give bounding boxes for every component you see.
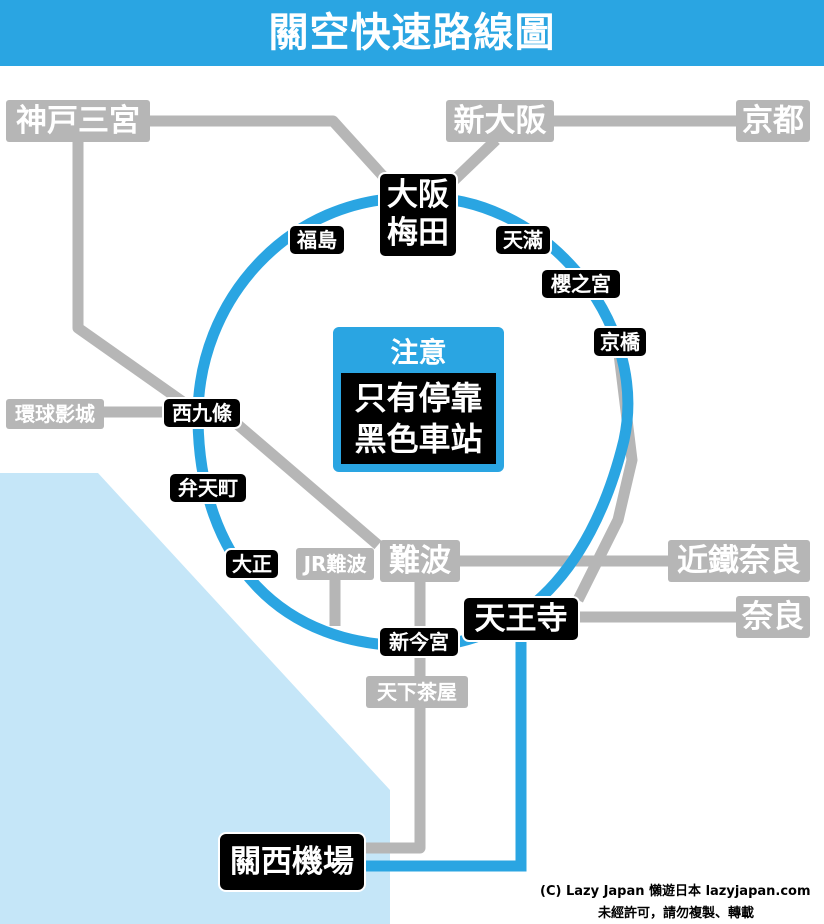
line-kobe-osaka	[140, 115, 397, 190]
station-osaka-label: 大阪	[387, 177, 449, 213]
station-shin-imamiya: 新今宮	[378, 626, 460, 658]
station-nishikujo: 西九條	[162, 397, 242, 429]
page-title: 關空快速路線圖	[268, 10, 556, 56]
copyright-notice: 未經許可，請勿複製、轉載	[598, 906, 755, 921]
station-umeda-label: 梅田	[387, 215, 449, 251]
notice-body: 只有停靠 黑色車站	[341, 373, 496, 464]
station-tennoji: 天王寺	[462, 596, 580, 642]
station-kansai-airport: 關西機場	[218, 832, 366, 892]
line-kobe-nishikujo	[72, 121, 204, 419]
notice-line-1: 只有停靠	[354, 379, 483, 417]
station-fukushima: 福島	[288, 224, 346, 256]
notice-line-2: 黑色車站	[354, 420, 483, 458]
station-taisho: 大正	[224, 548, 280, 580]
station-nara: 奈良	[736, 596, 810, 638]
station-universal-city: 環球影城	[6, 399, 104, 429]
station-tengachaya: 天下茶屋	[366, 676, 468, 708]
line-nishikujo-namba	[226, 413, 382, 550]
station-osaka-umeda: 大阪 梅田	[378, 172, 458, 258]
station-namba: 難波	[380, 540, 460, 582]
copyright-text: (C) Lazy Japan 懶遊日本 lazyjapan.com	[540, 884, 811, 899]
line-namba-airport	[364, 578, 426, 854]
station-kyobashi: 京橋	[592, 326, 648, 358]
station-sakuranomiya: 櫻之宮	[540, 268, 622, 300]
notice-box: 注意 只有停靠 黑色車站	[333, 327, 504, 472]
notice-title: 注意	[390, 336, 447, 369]
sea-area	[0, 473, 390, 924]
station-jr-namba: JR難波	[296, 548, 374, 580]
station-kyoto: 京都	[736, 100, 810, 142]
station-bentencho: 弁天町	[168, 472, 248, 504]
header-bar	[0, 0, 824, 66]
station-shin-osaka: 新大阪	[446, 100, 554, 142]
station-tenma: 天滿	[494, 224, 552, 256]
station-kintetsu-nara: 近鐵奈良	[668, 540, 810, 582]
kansai-airport-rapid-line	[364, 640, 527, 872]
station-kobe-sannomiya: 神戸三宮	[6, 100, 150, 142]
